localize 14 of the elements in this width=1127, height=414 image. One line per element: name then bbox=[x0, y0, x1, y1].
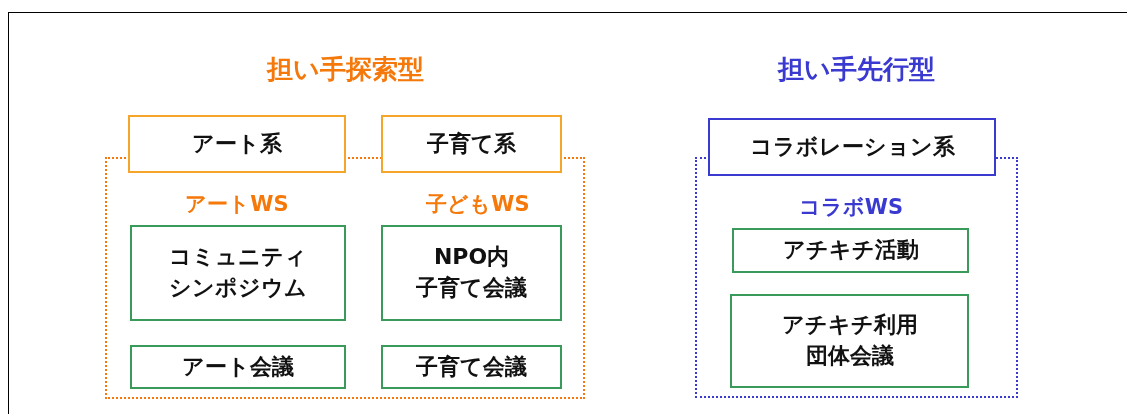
label-box: NPO内子育て会議 bbox=[381, 225, 562, 321]
label-box: コミュニティシンポジウム bbox=[130, 225, 346, 321]
label-box: アート会議 bbox=[130, 345, 346, 389]
label-box: 子育て系 bbox=[381, 115, 562, 173]
column-label: アートWS bbox=[185, 191, 289, 218]
label-box: 子育て会議 bbox=[381, 345, 562, 389]
label-box: アチキチ利用団体会議 bbox=[730, 294, 969, 388]
label-box: コラボレーション系 bbox=[708, 118, 996, 176]
label-box: アート系 bbox=[128, 115, 346, 173]
column-label: コラボWS bbox=[798, 194, 904, 221]
group-heading: 担い手探索型 bbox=[265, 53, 425, 86]
group-heading: 担い手先行型 bbox=[776, 53, 936, 86]
label-box: アチキチ活動 bbox=[732, 228, 969, 273]
column-label: 子どもWS bbox=[426, 191, 530, 218]
